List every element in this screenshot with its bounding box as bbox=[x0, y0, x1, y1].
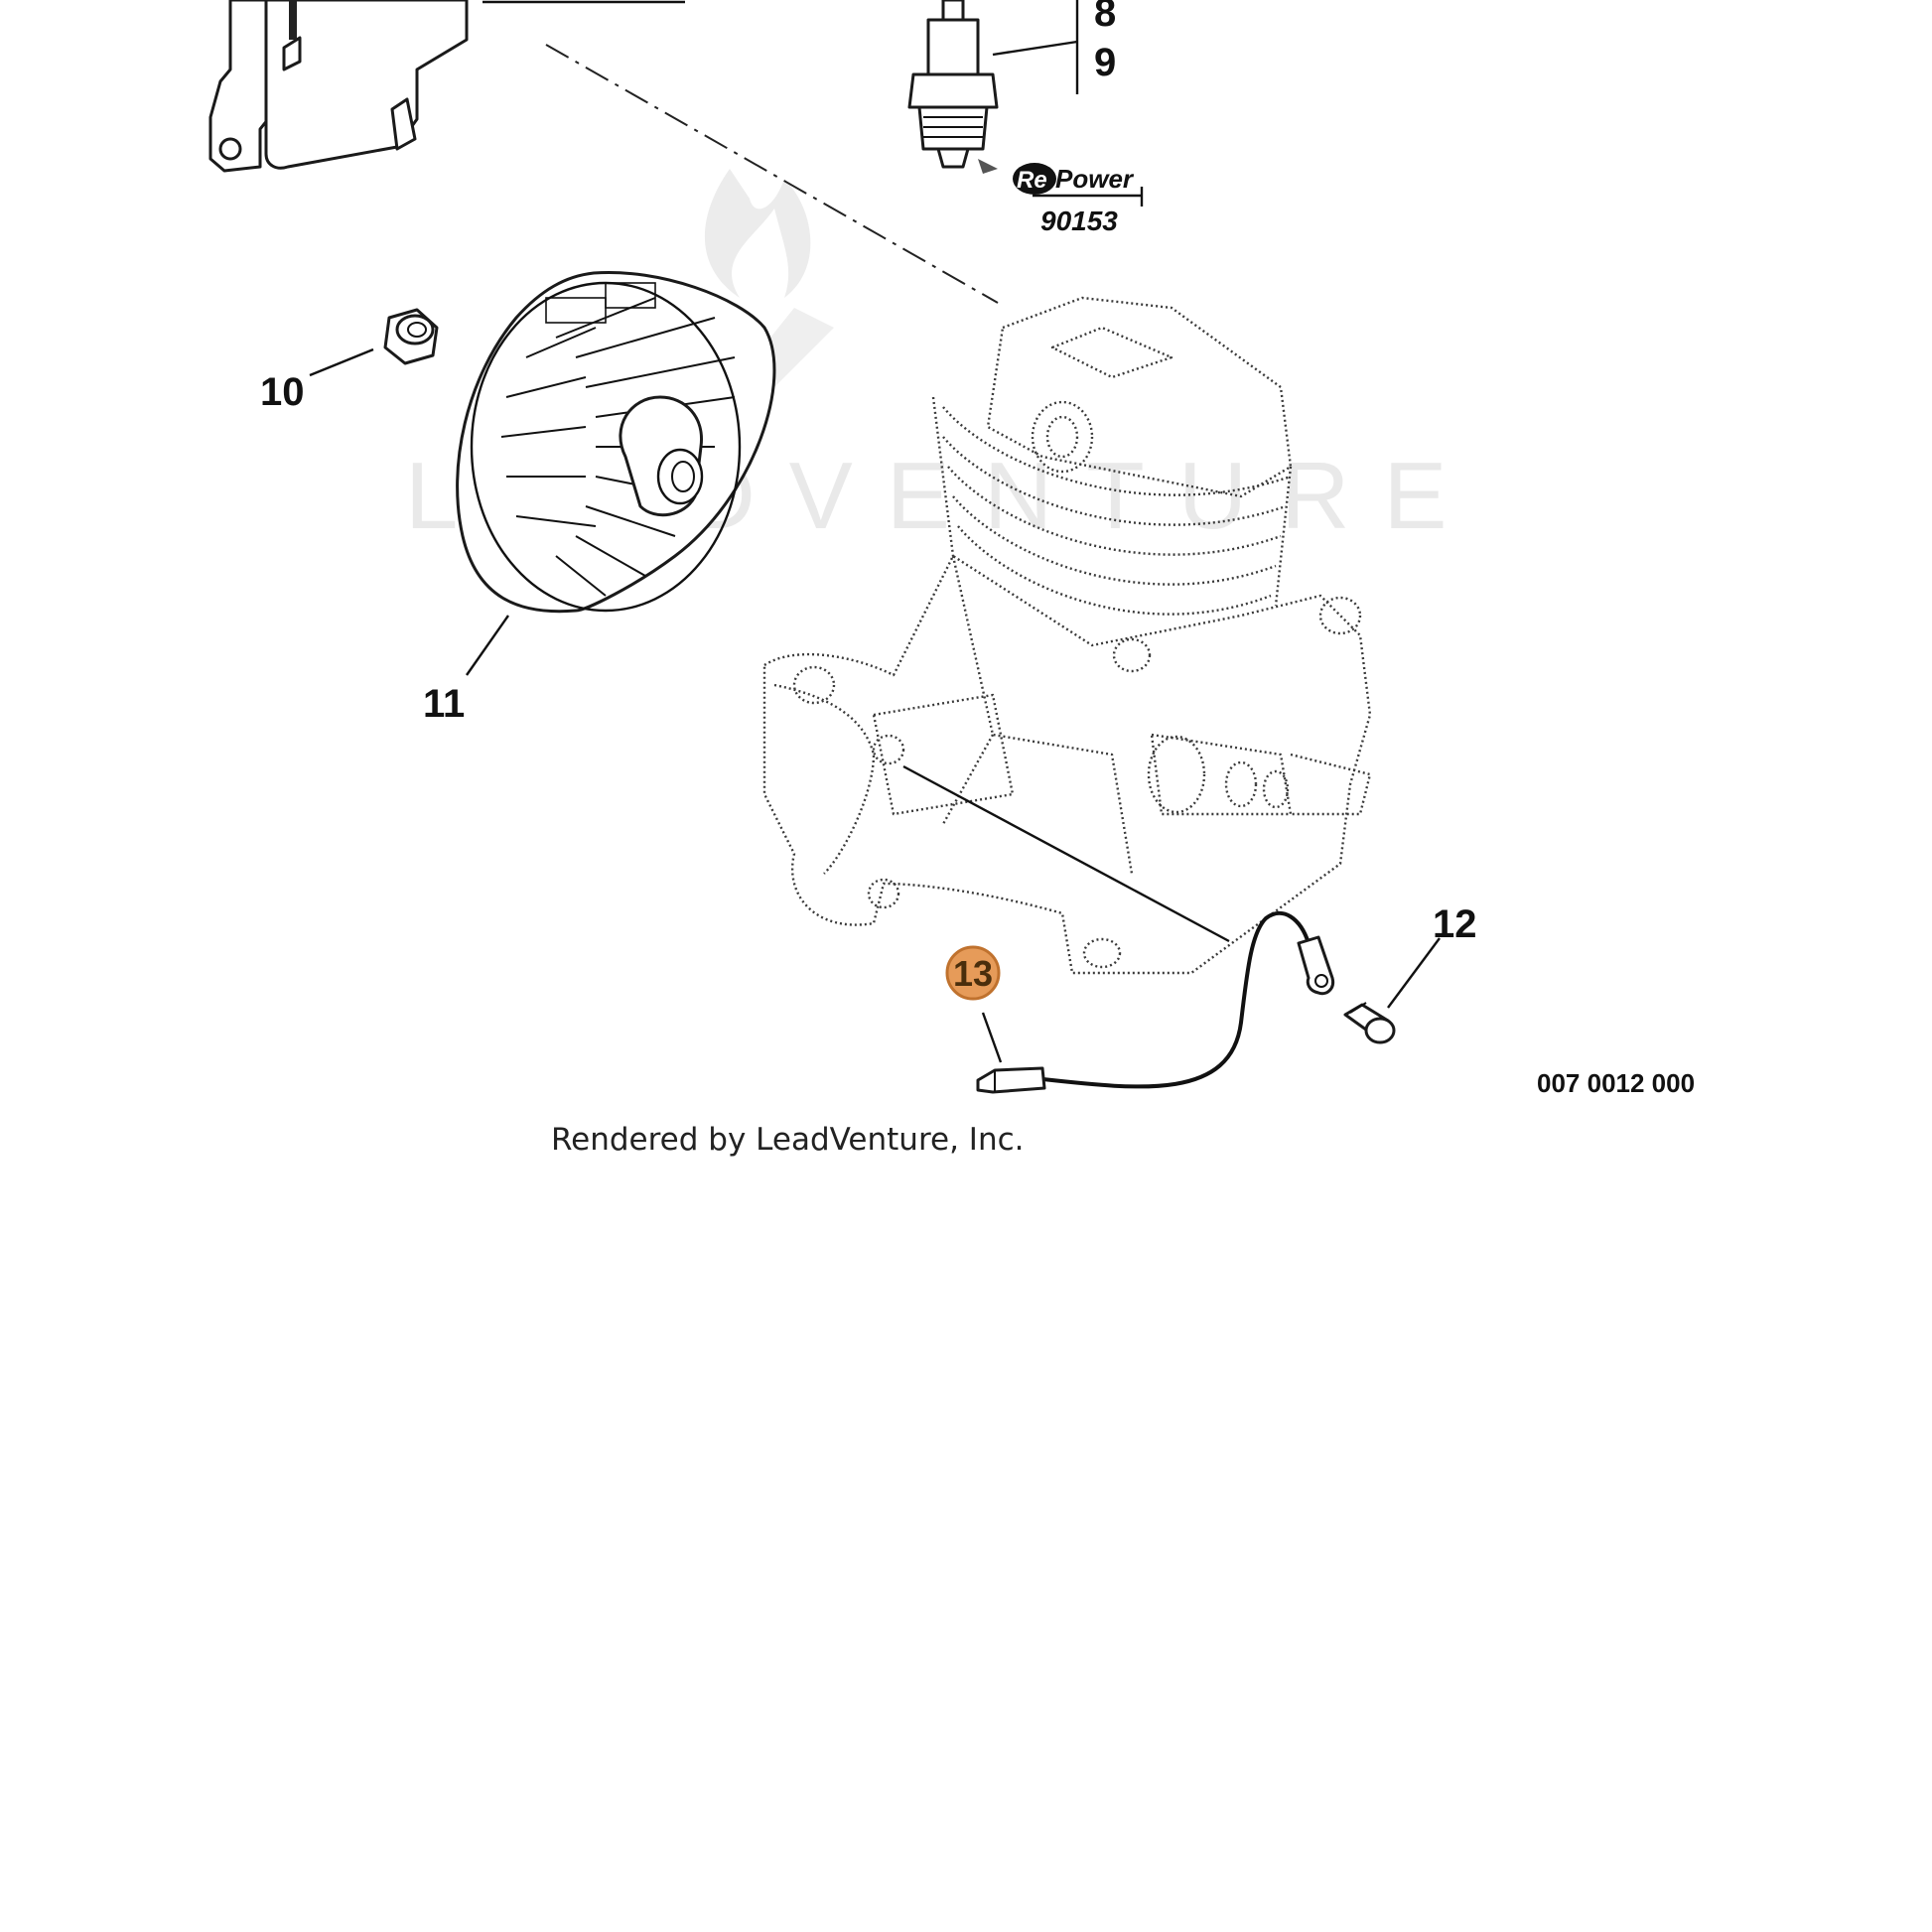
spark-plug-part bbox=[907, 0, 999, 174]
ignition-module-part bbox=[208, 0, 685, 173]
callout-12: 12 bbox=[1433, 902, 1477, 946]
callout-13[interactable]: 13 bbox=[953, 953, 993, 994]
assembly-line-top bbox=[545, 44, 999, 304]
assembly-line-bottom bbox=[902, 764, 1230, 943]
callout-10: 10 bbox=[260, 370, 305, 414]
callout-8-9-group: 8 9 bbox=[992, 0, 1116, 94]
ground-wire-part bbox=[976, 911, 1335, 1094]
repower-badge: Re Power 90153 bbox=[1013, 163, 1144, 236]
callout-8: 8 bbox=[1094, 0, 1116, 35]
repower-word: Power bbox=[1055, 164, 1135, 194]
engine-block-part bbox=[762, 296, 1372, 975]
callout-13-highlight[interactable]: 13 bbox=[945, 945, 1001, 1001]
screw-part: 12 bbox=[1343, 902, 1477, 1044]
diagram-code: 007 0012 000 bbox=[1537, 1068, 1695, 1098]
repower-number: 90153 bbox=[1040, 206, 1118, 236]
callout-9: 9 bbox=[1094, 41, 1116, 84]
flywheel-part: 11 bbox=[423, 270, 776, 726]
callout-11: 11 bbox=[423, 682, 465, 726]
render-credit: Rendered by LeadVenture, Inc. bbox=[551, 1122, 1025, 1158]
flywheel-nut-part: 10 bbox=[260, 308, 439, 414]
repower-prefix: Re bbox=[1017, 167, 1047, 194]
